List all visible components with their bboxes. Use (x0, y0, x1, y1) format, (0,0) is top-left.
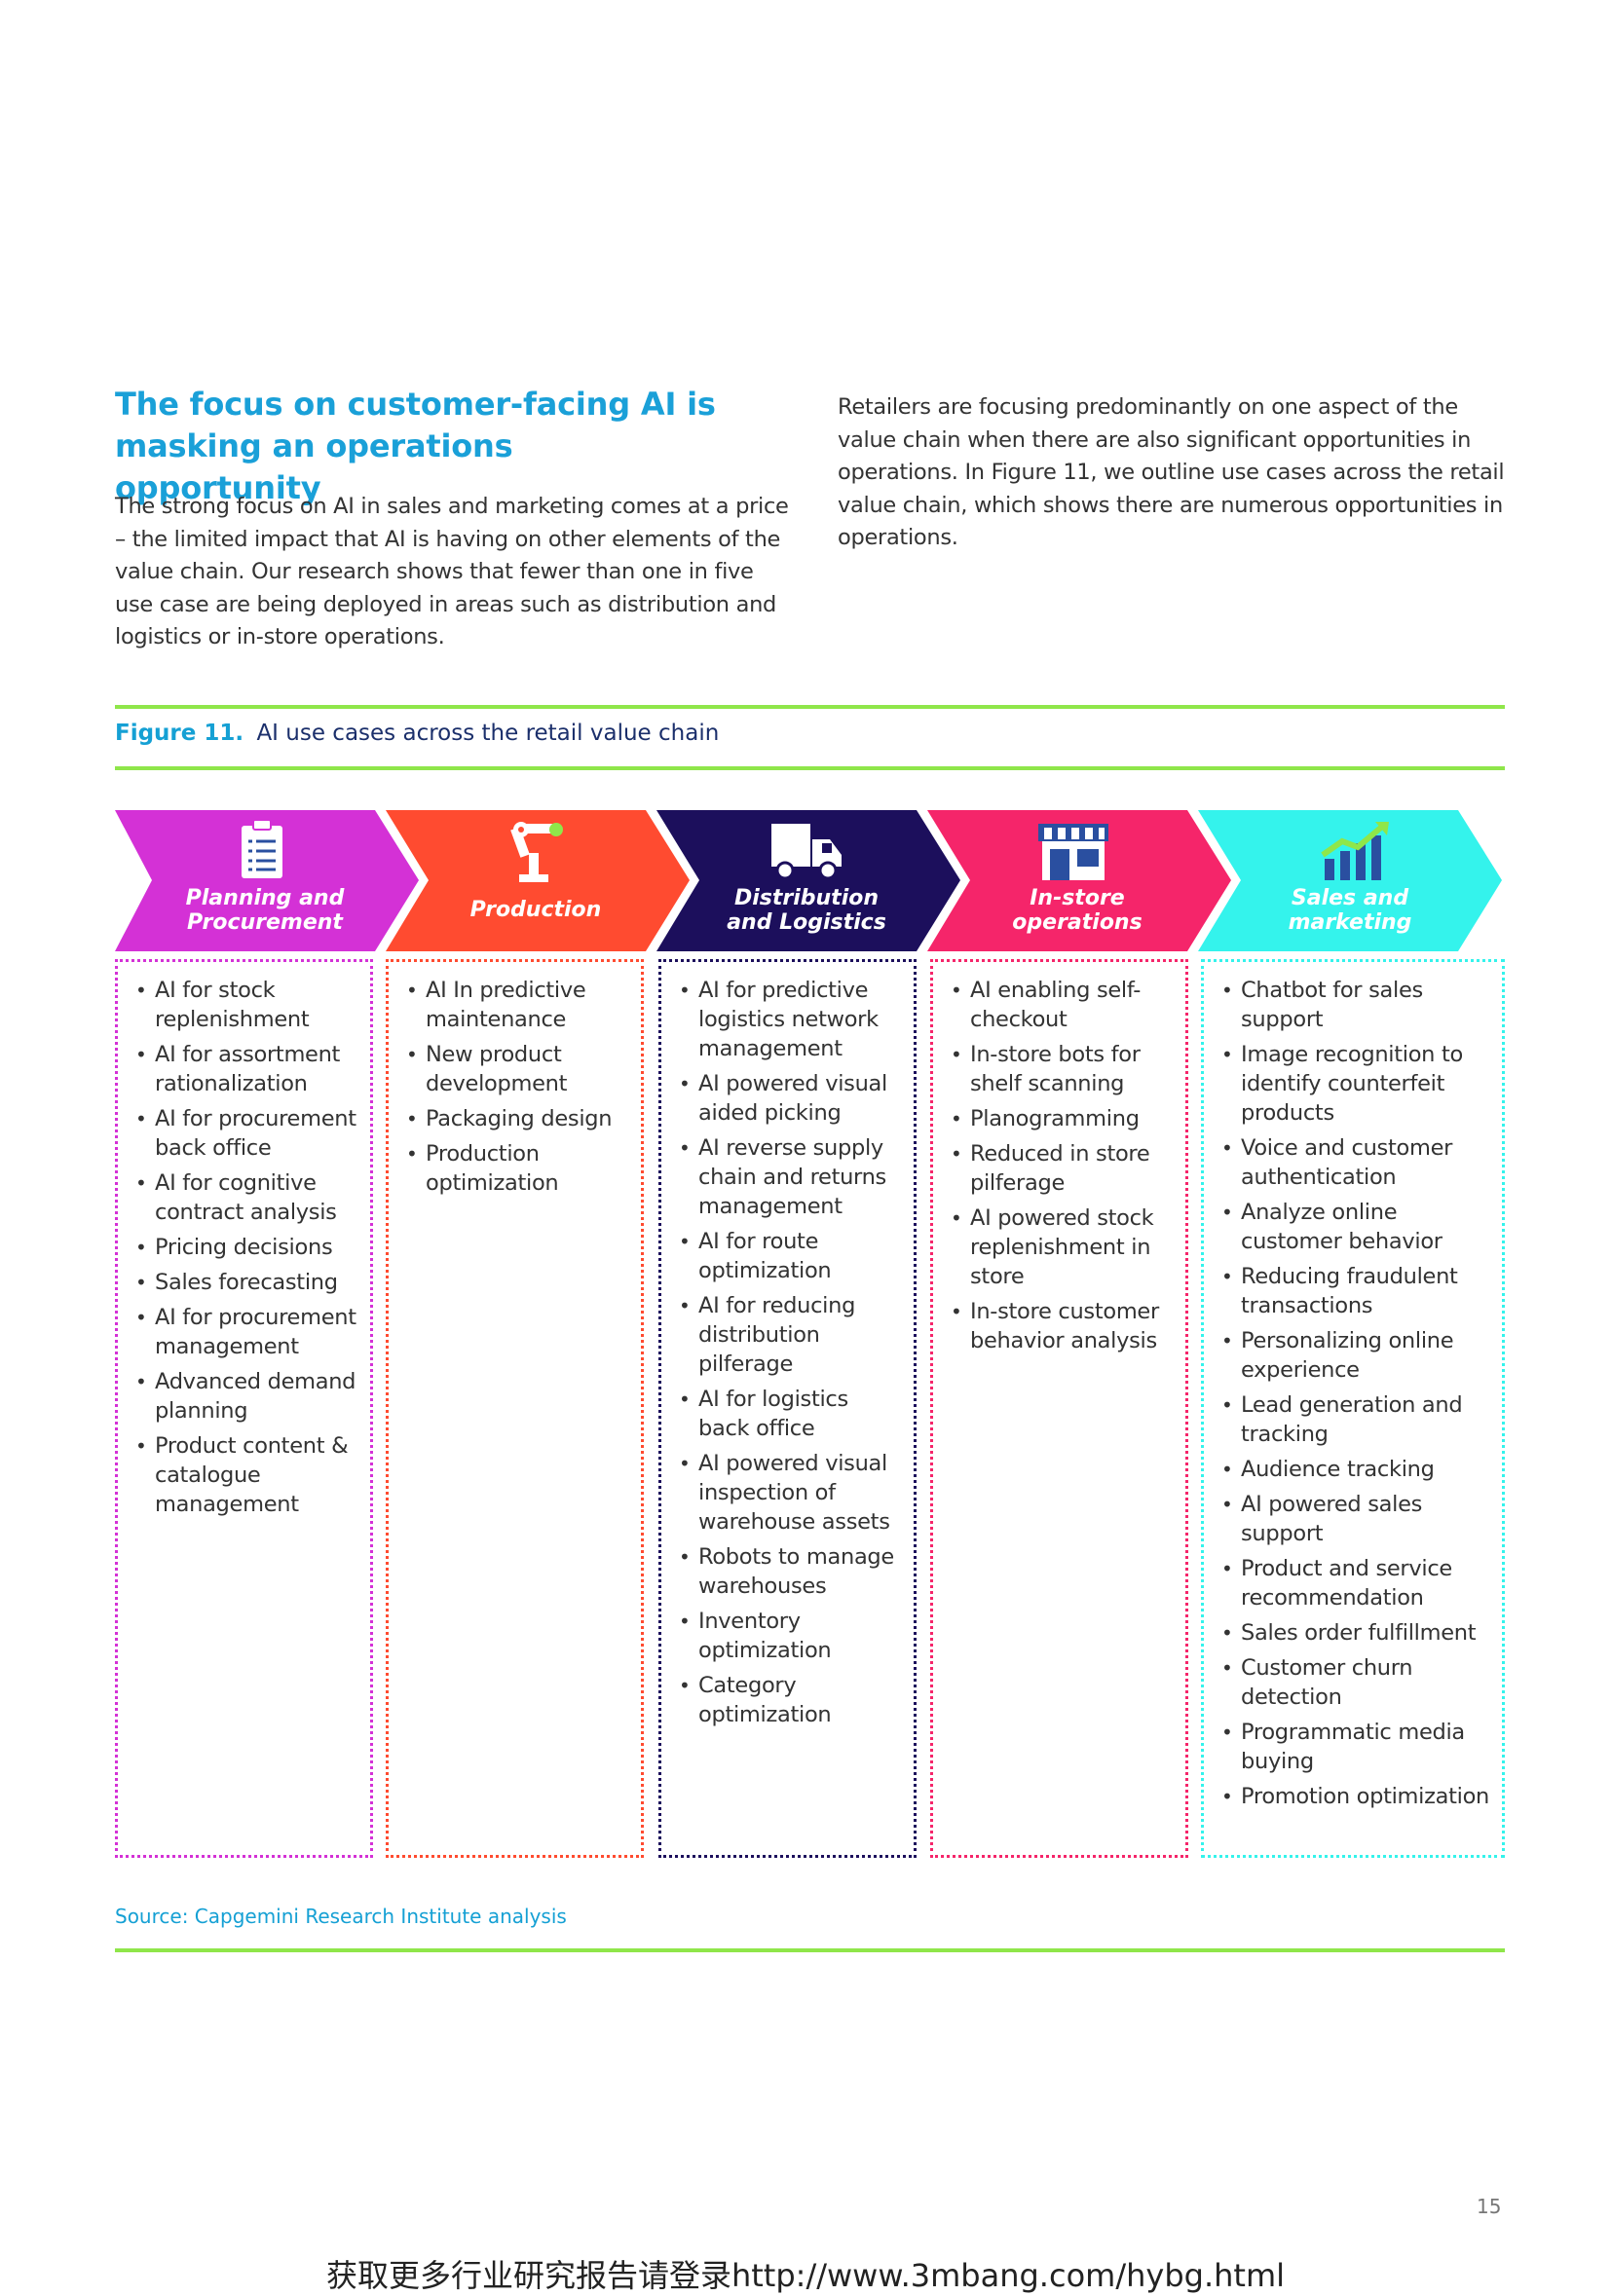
intro-paragraph-right: Retailers are focusing predominantly on … (838, 394, 1505, 550)
stage-title-distribution: Distribution and Logistics (727, 886, 886, 935)
page-number: 15 (1477, 2195, 1502, 2218)
use-case-item: AI for procurement management (135, 1303, 362, 1361)
use-case-item: Inventory optimization (679, 1607, 906, 1665)
use-case-item: Production optimization (406, 1139, 633, 1198)
store-icon (1034, 820, 1112, 887)
robot-arm-icon (509, 820, 568, 889)
figure-label: Figure 11. (115, 721, 244, 746)
use-case-item: Promotion optimization (1221, 1782, 1494, 1811)
stage-column-distribution: AI for predictive logistics network mana… (658, 959, 917, 1858)
use-case-item: AI for reducing distribution pilferage (679, 1291, 906, 1379)
use-case-item: Sales forecasting (135, 1268, 362, 1297)
growth-chart-icon (1319, 818, 1393, 887)
chevron-in-store (927, 810, 1231, 951)
use-case-item: AI In predictive maintenance (406, 976, 633, 1034)
use-case-item: Pricing decisions (135, 1233, 362, 1262)
use-case-item: In-store bots for shelf scanning (951, 1040, 1178, 1098)
use-case-item: Planogramming (951, 1104, 1178, 1133)
use-case-item: Advanced demand planning (135, 1367, 362, 1426)
truck-icon (768, 818, 845, 887)
chevron-planning (115, 810, 419, 951)
use-case-item: AI reverse supply chain and returns mana… (679, 1133, 906, 1221)
use-case-item: Image recognition to identify counterfei… (1221, 1040, 1494, 1128)
stage-column-sales-marketing: Chatbot for sales supportImage recogniti… (1201, 959, 1505, 1858)
use-case-item: Packaging design (406, 1104, 633, 1133)
use-case-item: AI for cognitive contract analysis (135, 1168, 362, 1227)
figure-caption: Figure 11. AI use cases across the retai… (115, 721, 719, 746)
stage-title-sales-marketing: Sales and marketing (1288, 886, 1412, 935)
stage-title-planning: Planning and Procurement (185, 886, 345, 935)
footer-watermark: 获取更多行业研究报告请登录http://www.3mbang.com/hybg.… (325, 2257, 1286, 2294)
use-case-list: Chatbot for sales supportImage recogniti… (1204, 962, 1502, 1811)
use-case-item: AI powered sales support (1221, 1490, 1494, 1548)
figure-bottom-rule (115, 1948, 1505, 1952)
use-case-item: AI for logistics back office (679, 1385, 906, 1443)
use-case-item: Reducing fraudulent transactions (1221, 1262, 1494, 1320)
use-case-item: Lead generation and tracking (1221, 1390, 1494, 1449)
use-case-item: Personalizing online experience (1221, 1326, 1494, 1385)
use-case-item: Sales order fulfillment (1221, 1618, 1494, 1648)
use-case-item: Product and service recommendation (1221, 1554, 1494, 1612)
stage-title-production: Production (469, 898, 602, 922)
value-chain-chevrons (115, 810, 1502, 951)
use-case-list: AI for stock replenishment AI for assortm… (118, 962, 370, 1519)
stage-column-in-store: AI enabling self-checkoutIn-store bots f… (930, 959, 1188, 1858)
section-heading: The focus on customer-facing AI is maski… (115, 386, 716, 506)
use-case-item: AI for stock replenishment (135, 976, 362, 1034)
use-case-item: Audience tracking (1221, 1455, 1494, 1484)
stage-column-production: AI In predictive maintenanceNew product … (386, 959, 644, 1858)
use-case-item: Analyze online customer behavior (1221, 1198, 1494, 1256)
use-case-list: AI enabling self-checkoutIn-store bots f… (933, 962, 1185, 1355)
use-case-item: AI for procurement back office (135, 1104, 362, 1163)
use-case-item: AI for assortment rationalization (135, 1040, 362, 1098)
intro-paragraph-left: The strong focus on AI in sales and mark… (115, 494, 789, 649)
use-case-item: AI powered visual aided picking (679, 1069, 906, 1128)
use-case-list: AI In predictive maintenanceNew product … (389, 962, 641, 1198)
checklist-icon (240, 819, 284, 885)
stage-column-planning: AI for stock replenishment AI for assortm… (115, 959, 373, 1858)
use-case-item: Category optimization (679, 1671, 906, 1729)
figure-title: AI use cases across the retail value cha… (256, 721, 720, 746)
use-case-item: AI powered stock replenishment in store (951, 1204, 1178, 1291)
use-case-item: AI powered visual inspection of warehous… (679, 1449, 906, 1537)
use-case-item: Product content & catalogue management (135, 1431, 362, 1519)
figure-title-rule (115, 766, 1505, 770)
use-case-item: In-store customer behavior analysis (951, 1297, 1178, 1355)
use-case-item: Customer churn detection (1221, 1653, 1494, 1712)
use-case-item: New product development (406, 1040, 633, 1098)
figure-top-rule (115, 705, 1505, 709)
use-case-item: Robots to manage warehouses (679, 1542, 906, 1601)
chevron-sales-marketing (1198, 810, 1502, 951)
use-case-item: Voice and customer authentication (1221, 1133, 1494, 1192)
source-note: Source: Capgemini Research Institute ana… (115, 1905, 567, 1928)
chevron-distribution (656, 810, 960, 951)
use-case-item: Reduced in store pilferage (951, 1139, 1178, 1198)
use-case-item: Chatbot for sales support (1221, 976, 1494, 1034)
stage-title-in-store: In-store operations (1012, 886, 1143, 935)
use-case-list: AI for predictive logistics network mana… (661, 962, 914, 1729)
use-case-item: AI for predictive logistics network mana… (679, 976, 906, 1063)
use-case-item: AI for route optimization (679, 1227, 906, 1285)
use-case-item: AI enabling self-checkout (951, 976, 1178, 1034)
use-case-item: Programmatic media buying (1221, 1718, 1494, 1776)
